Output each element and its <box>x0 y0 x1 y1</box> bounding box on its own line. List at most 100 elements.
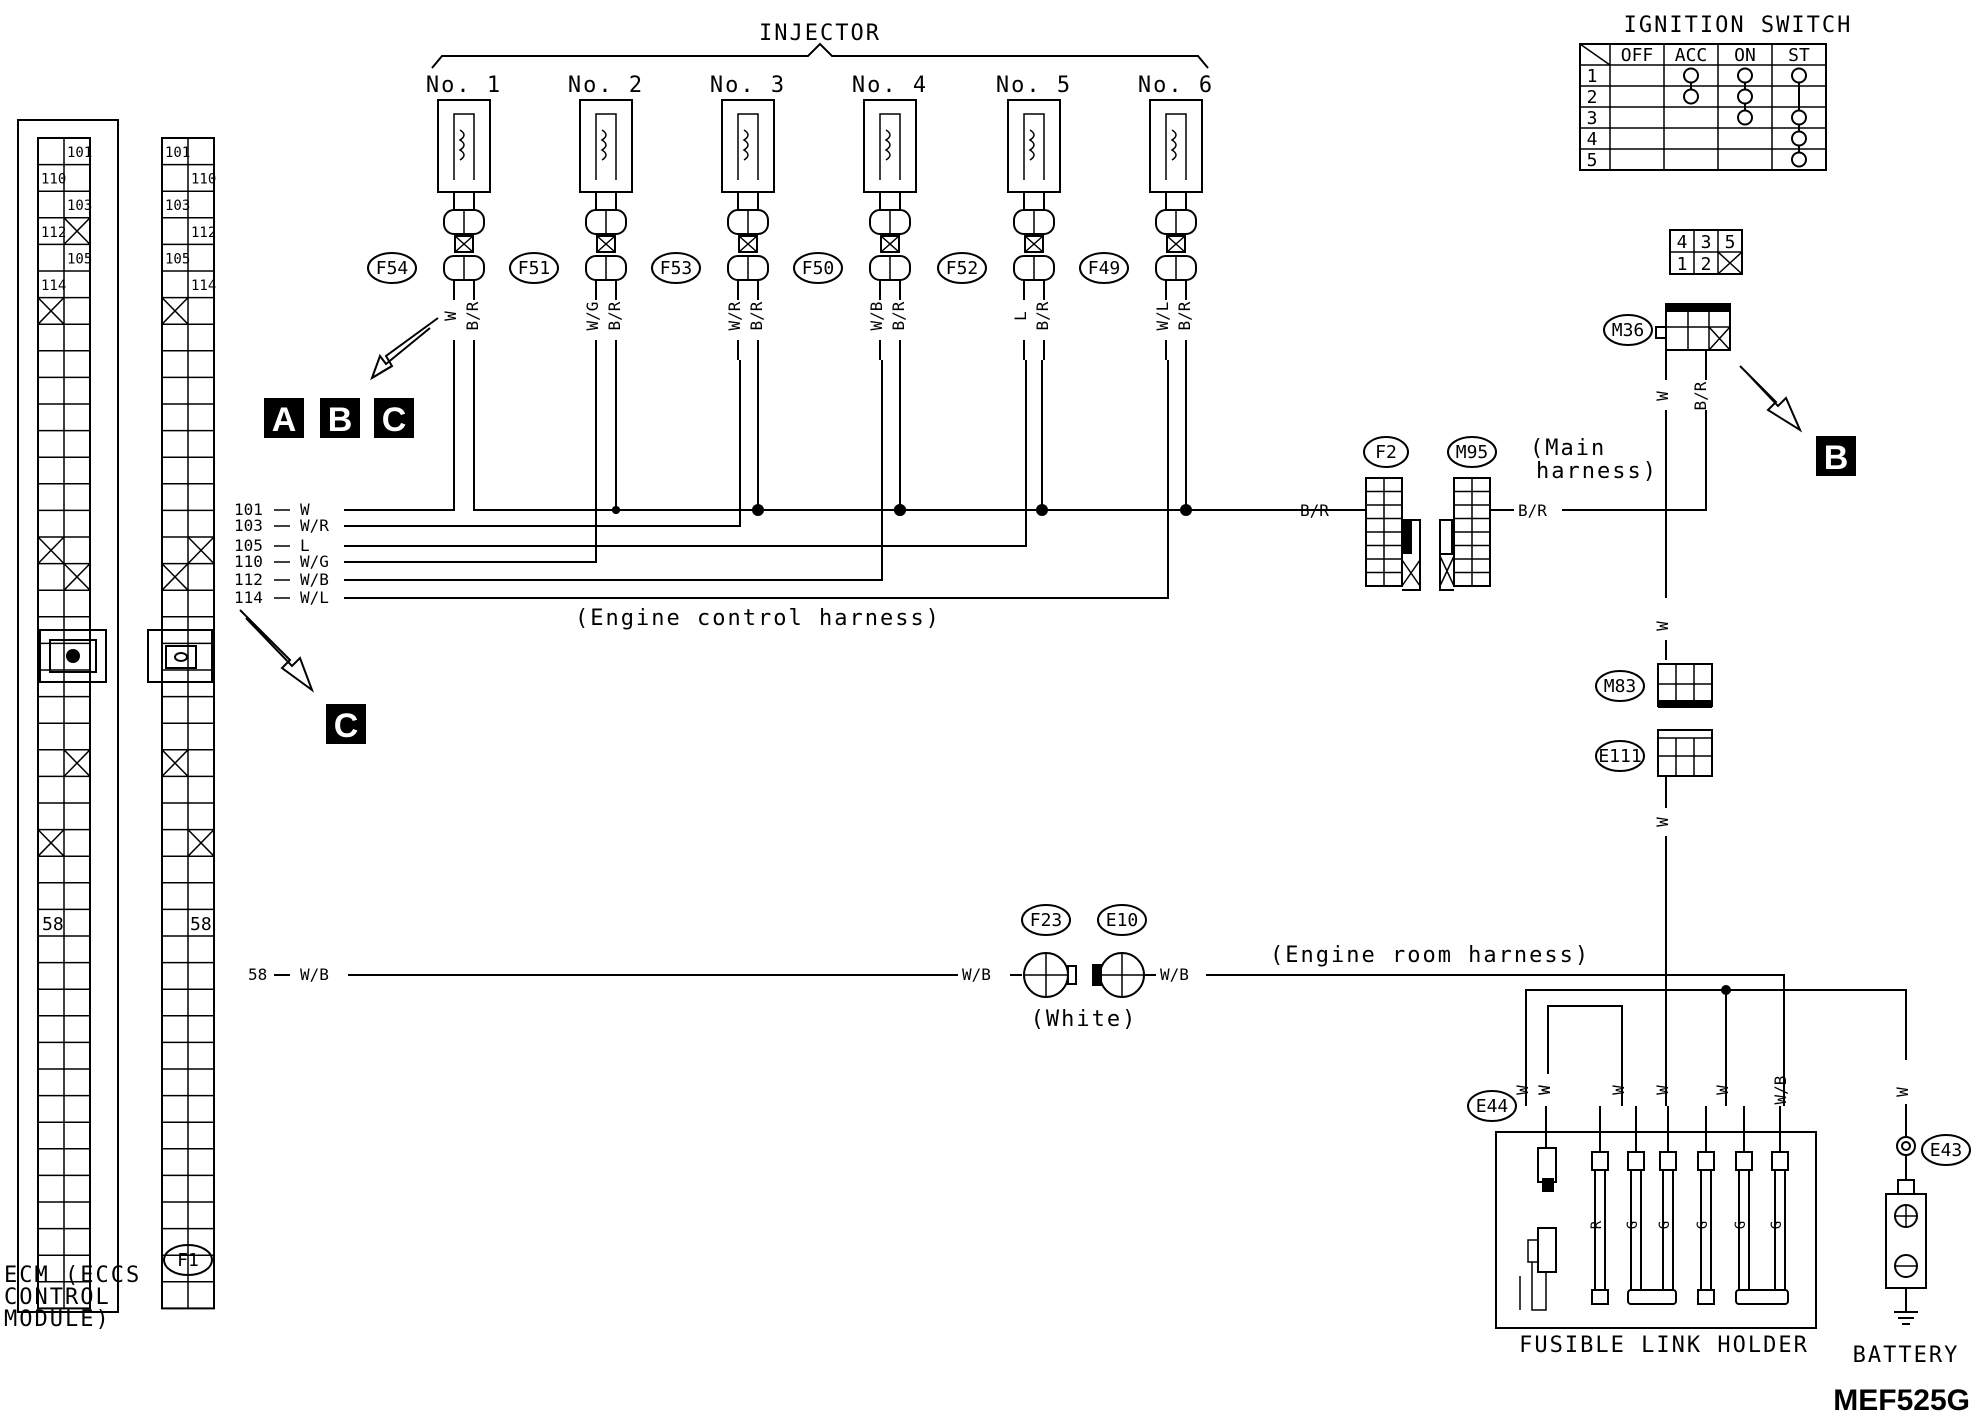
svg-text:F1: F1 <box>177 1250 199 1271</box>
ecm-terminal-wire: L <box>300 536 310 555</box>
ref-c: C <box>382 401 407 439</box>
connector-m36: M36 <box>1603 303 1731 380</box>
f1-pin-number: 112 <box>191 225 216 241</box>
battery-symbol: W <box>1885 1087 1927 1325</box>
svg-text:W/B: W/B <box>1160 965 1189 984</box>
svg-text:F51: F51 <box>518 258 551 279</box>
svg-text:2: 2 <box>1701 254 1712 275</box>
connector-f53-tag: F53 <box>651 252 701 284</box>
wire-label: B/R <box>605 301 624 330</box>
engine-control-harness-label: (Engine control harness) <box>575 606 941 631</box>
ecm-pin-number: 110 <box>41 172 66 188</box>
ecm-label: ECM (ECCS CONTROL MODULE) <box>4 1263 139 1332</box>
wire-label: B/R <box>1175 301 1194 330</box>
f1-pin-58: 58 <box>190 914 212 935</box>
svg-text:(White): (White) <box>1031 1007 1138 1032</box>
ref-c-box-lower <box>326 704 366 744</box>
svg-text:E111: E111 <box>1598 746 1641 767</box>
ecm-pin-number: 101 <box>67 145 92 161</box>
wire-br-m36: B/R <box>1691 381 1710 410</box>
ecm-pin-58: 58 <box>42 914 64 935</box>
injector-body <box>437 99 491 193</box>
ecm-terminal-pin: 112 <box>234 570 263 589</box>
connector-e43-tag: E43 <box>1921 1134 1971 1166</box>
ecm-terminal-wire: W <box>300 500 310 519</box>
ecm-terminal-pin: 101 <box>234 500 263 519</box>
ignition-header: ON <box>1734 45 1756 66</box>
connector-f2-tag: F2 <box>1363 436 1409 468</box>
injector-label: No. 4 <box>852 73 928 98</box>
ecm-label-line3: MODULE) <box>4 1307 111 1332</box>
svg-text:F50: F50 <box>802 258 835 279</box>
ecm-terminal-wire: W/G <box>300 552 329 571</box>
ecm-terminal-pin: 103 <box>234 516 263 535</box>
wire-label: W/L <box>1153 302 1172 331</box>
fusible-wire-label: W <box>1713 1085 1732 1095</box>
engine-room-wire: W/B <box>1144 965 1907 1068</box>
svg-text:W: W <box>1535 1085 1554 1095</box>
ignition-header: OFF <box>1621 45 1654 66</box>
ecm-lock-tab <box>39 629 107 683</box>
wire-label: B/R <box>463 301 482 330</box>
fusible-wire-label: W <box>1653 1085 1672 1095</box>
svg-text:W/B: W/B <box>300 965 329 984</box>
ecm-label-line2: CONTROL <box>4 1285 111 1310</box>
fusible-link-holder-label: FUSIBLE LINK HOLDER <box>1519 1333 1809 1358</box>
arrow-to-abc <box>370 317 439 381</box>
svg-text:F54: F54 <box>376 258 409 279</box>
svg-text:M95: M95 <box>1456 442 1489 463</box>
f1-pin-number: 114 <box>191 278 216 294</box>
svg-text:F53: F53 <box>660 258 693 279</box>
ecm-terminal-wire: W/B <box>300 570 329 589</box>
f1-lock-tab <box>147 629 213 683</box>
injector-label: No. 1 <box>426 73 502 98</box>
injector-label: No. 6 <box>1138 73 1214 98</box>
fusible-wire-label: W <box>1535 1085 1554 1095</box>
ignition-row: 2 <box>1587 87 1598 108</box>
ignition-switch-title: IGNITION SWITCH <box>1624 13 1853 38</box>
connector-f51-tag: F51 <box>509 252 559 284</box>
connector-m95-tag: M95 <box>1447 436 1497 468</box>
wire-label: W/B <box>867 302 886 331</box>
f1-pin-number: 103 <box>165 198 190 214</box>
connector-m83: M83 <box>1595 663 1713 708</box>
ref-a: A <box>272 401 297 439</box>
ignition-row: 4 <box>1587 129 1598 150</box>
ecm-lock-window <box>49 639 97 673</box>
figure-code: MEF525G <box>1833 1384 1970 1417</box>
injector-body <box>863 99 917 193</box>
ecm-pin-number: 105 <box>67 251 92 267</box>
svg-text:4: 4 <box>1677 232 1688 253</box>
pin58-wire: 58 W/B W/B <box>248 965 1022 984</box>
wire-label: B/R <box>889 301 908 330</box>
injector-title: INJECTOR <box>759 21 881 46</box>
svg-text:G: G <box>1695 1221 1711 1229</box>
ref-b-box-right <box>1816 436 1856 476</box>
ecm-pin-number: 114 <box>41 278 66 294</box>
injector-brace <box>431 42 1209 69</box>
arrow-to-b <box>1739 365 1803 433</box>
arrow-to-c <box>239 609 315 693</box>
ecm-terminal-pin: 114 <box>234 588 263 607</box>
f1-lock-pin <box>174 652 188 662</box>
svg-text:F49: F49 <box>1088 258 1121 279</box>
connector-f49-tag: F49 <box>1079 252 1129 284</box>
fusible-wire-label: W <box>1609 1085 1628 1095</box>
svg-text:E10: E10 <box>1106 910 1139 931</box>
ignition-row: 1 <box>1587 66 1598 87</box>
injector-body <box>721 99 775 193</box>
svg-text:G: G <box>1657 1221 1673 1229</box>
wire-label: W <box>441 311 460 321</box>
connector-f1-tag: F1 <box>163 1244 213 1276</box>
injector-body <box>1007 99 1061 193</box>
main-harness-label-1: (Main <box>1530 436 1606 461</box>
wire-label: L <box>1011 311 1030 321</box>
engine-room-harness-label: (Engine room harness) <box>1270 943 1590 968</box>
